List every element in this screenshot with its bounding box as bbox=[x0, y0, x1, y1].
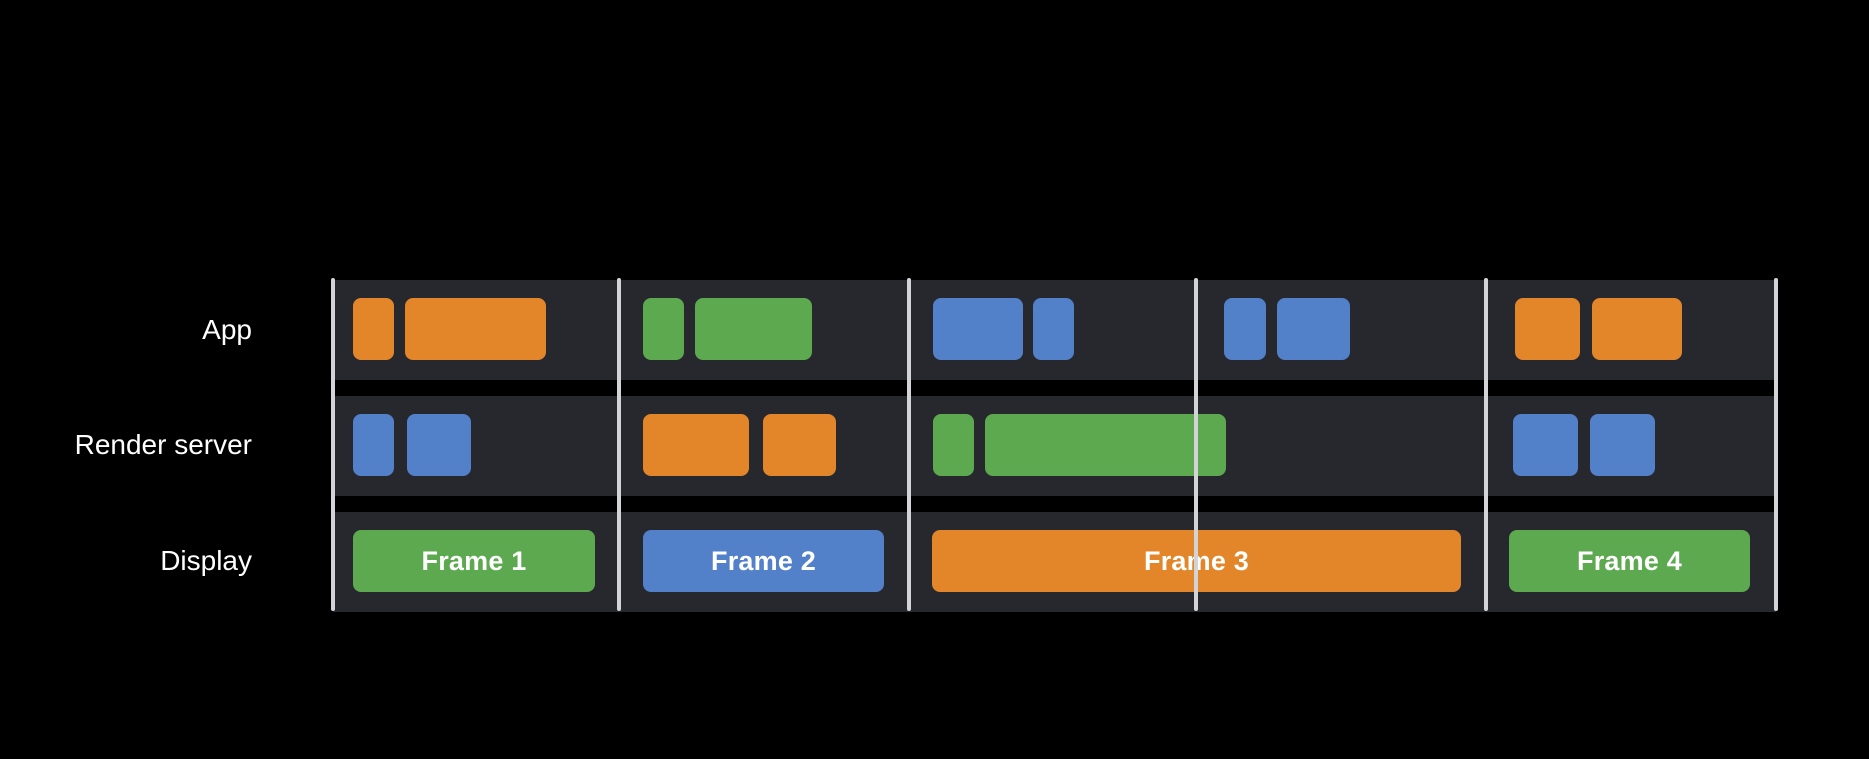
render-task-block bbox=[353, 414, 394, 476]
app-task-block bbox=[933, 298, 1023, 360]
frame-2-block: Frame 2 bbox=[643, 530, 884, 592]
render-task-block bbox=[1590, 414, 1655, 476]
lane-label-display: Display bbox=[160, 545, 252, 576]
vsync-line bbox=[617, 278, 621, 611]
render-task-block bbox=[985, 414, 1226, 476]
lane-label-render-server: Render server bbox=[74, 429, 252, 460]
app-task-block bbox=[1033, 298, 1074, 360]
render-task-block bbox=[643, 414, 749, 476]
frame-4-block: Frame 4 bbox=[1509, 530, 1750, 592]
frame-1-block: Frame 1 bbox=[353, 530, 595, 592]
app-task-block bbox=[1515, 298, 1580, 360]
app-task-block bbox=[405, 298, 546, 360]
vsync-line bbox=[1194, 278, 1198, 611]
app-task-block bbox=[695, 298, 812, 360]
render-task-block bbox=[933, 414, 974, 476]
render-task-block bbox=[1513, 414, 1578, 476]
vsync-line bbox=[1774, 278, 1778, 611]
app-task-block bbox=[1592, 298, 1682, 360]
app-task-block bbox=[1224, 298, 1266, 360]
lane-label-app: App bbox=[202, 314, 252, 345]
app-task-block bbox=[643, 298, 684, 360]
vsync-line bbox=[907, 278, 911, 611]
render-task-block bbox=[763, 414, 836, 476]
app-task-block bbox=[353, 298, 394, 360]
vsync-line bbox=[1484, 278, 1488, 611]
vsync-line bbox=[331, 278, 335, 611]
app-task-block bbox=[1277, 298, 1350, 360]
render-task-block bbox=[407, 414, 471, 476]
